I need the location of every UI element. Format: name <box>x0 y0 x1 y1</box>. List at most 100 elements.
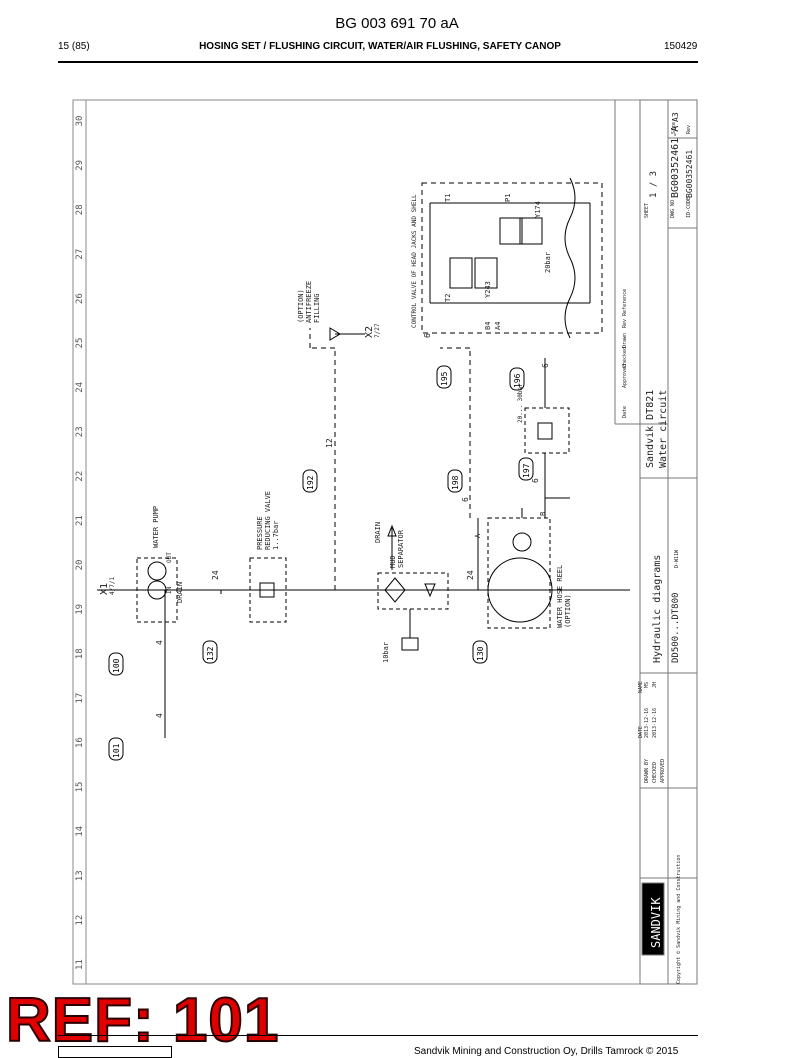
pressure-valve-label-2: REDUCING VALVE <box>264 491 272 550</box>
rev-approved-column: Approved <box>622 364 628 388</box>
rev-label: Rev <box>686 125 692 134</box>
drawing-title: Hydraulic diagrams <box>652 555 663 663</box>
ref-callout: 192 <box>306 475 315 490</box>
port-t2-label: T2 <box>444 294 452 302</box>
approved-label: APPROVED <box>660 759 666 783</box>
id-code: BG00352461 <box>685 150 694 198</box>
column-number: 24 <box>75 382 85 393</box>
document-id: BG 003 691 70 aA <box>335 15 459 32</box>
rev-date-column: Date <box>622 406 628 418</box>
rev-checked-column: Checked <box>622 347 628 368</box>
footer-logo <box>58 1046 172 1058</box>
column-number: 15 <box>75 782 85 793</box>
port-a4-label: A4 <box>494 322 502 330</box>
ref-callout: 100 <box>112 658 121 673</box>
checked-name: JH <box>652 682 658 688</box>
port-b4-label: B4 <box>484 322 492 330</box>
antifreeze-option-label: (OPTION) <box>297 289 305 323</box>
ref-callout: 197 <box>522 463 531 478</box>
checked-date: 2013-12-16 <box>652 708 658 738</box>
column-number: 16 <box>75 737 85 748</box>
ref-callout: 101 <box>112 743 121 758</box>
sheet-label: SHEET <box>644 203 650 218</box>
pipe-size-196: 6 <box>541 363 550 368</box>
drawing-models-suffix: D-W11W <box>674 549 680 568</box>
ref-callout: 130 <box>476 646 485 661</box>
size-value: A3 <box>671 112 680 122</box>
control-valve-label: CONTROL VALVE OF HEAD JACKS AND SHELL <box>411 194 418 328</box>
column-number: 30 <box>75 116 85 127</box>
rev-reference-column: Rev Reference <box>622 289 628 328</box>
document-date: 150429 <box>664 41 698 52</box>
column-number: 12 <box>75 915 85 926</box>
date-label: DATE <box>638 726 644 738</box>
valve-y243-label: Y243 <box>484 281 492 298</box>
column-number: 29 <box>75 160 85 171</box>
mud-separator-label-2: SEPARATOR <box>397 529 405 568</box>
column-number: 22 <box>75 471 85 482</box>
valve-y174-label: Y174 <box>534 201 542 218</box>
circuit-name: Water circuit <box>658 390 669 468</box>
water-pump-label: WATER PUMP <box>152 506 160 548</box>
hose-reel-label: WATER HOSE REEL <box>556 565 564 628</box>
drawing-number: BG00352461-A <box>670 126 681 198</box>
ref-callout: 132 <box>206 646 215 661</box>
pipe-size-195: 6 <box>423 333 432 338</box>
pipe-size-197: 6 <box>531 478 540 483</box>
pressure-10bar-label: 10bar <box>382 642 390 663</box>
column-number: 28 <box>75 204 85 215</box>
drain-label-2: DRAIN <box>374 522 382 543</box>
mud-separator-label: MUD <box>389 555 397 568</box>
port-in-label: IN <box>166 586 173 594</box>
machine-name: Sandvik DT821 <box>645 390 656 468</box>
port-a-label: A <box>474 533 482 538</box>
column-number: 20 <box>75 560 85 571</box>
size-label: Size <box>671 122 677 134</box>
pressure-setting-label: 1..7bar <box>272 520 280 550</box>
reference-overlay: REF: 101 <box>5 985 280 1056</box>
copyright-text: Copyright © Sandvik Mining and Construct… <box>676 855 682 984</box>
hose-reel-option-label: (OPTION) <box>564 594 572 628</box>
id-code-label: ID-CODE <box>686 197 692 218</box>
connector-x1-label: X1 <box>99 583 110 595</box>
pressure-20bar-label: 20bar <box>544 252 552 273</box>
pipe-size-101: 4 <box>155 713 164 718</box>
column-number: 23 <box>75 426 85 437</box>
column-number: 21 <box>75 515 85 526</box>
name-label: NAME <box>638 681 644 693</box>
column-number: 27 <box>75 249 85 260</box>
section-title: HOSING SET / FLUSHING CIRCUIT, WATER/AIR… <box>199 41 561 52</box>
antifreeze-filling-label: FILLING <box>313 293 321 323</box>
antifreeze-label: ANTIFREEZE <box>305 281 313 323</box>
column-number: 19 <box>75 604 85 615</box>
page-number: 15 (85) <box>58 41 90 52</box>
connector-x1-sub: 4/7/1 <box>109 577 116 595</box>
pressure-20-30bar-label: 20... 30bar <box>517 383 524 423</box>
pressure-valve-label: PRESSURE <box>256 516 264 550</box>
connector-x2-label: X2 <box>364 326 375 338</box>
pipe-size-130: 24 <box>466 570 475 580</box>
port-t1-label: T1 <box>444 194 452 202</box>
sheet-number: 1 / 3 <box>649 171 659 198</box>
column-number: 26 <box>75 293 85 304</box>
ref-callout: 198 <box>451 475 460 490</box>
header-rule <box>58 61 698 63</box>
pipe-size-100: 4 <box>155 640 164 645</box>
pipe-size-192: 12 <box>325 438 334 448</box>
drawing-number-label: DWG NO <box>670 200 676 218</box>
drain-label: DRAIN <box>176 582 184 603</box>
checked-label: CHECKED <box>652 762 658 783</box>
footer-text: Sandvik Mining and Construction Oy, Dril… <box>414 1046 679 1057</box>
column-number: 17 <box>75 693 85 704</box>
column-number: 25 <box>75 338 85 349</box>
drawing-models: DD500...DT800 <box>671 593 681 663</box>
footer-rule <box>58 1035 698 1036</box>
drawn-by-label: DRAWN BY <box>644 759 650 783</box>
ref-callout: 195 <box>440 371 449 386</box>
rev-drawn-column: Drawn <box>622 333 628 348</box>
connector-x2-sub: 7/27 <box>374 323 381 338</box>
pipe-size-198: 6 <box>461 497 470 502</box>
column-number: 14 <box>75 826 85 837</box>
port-out-label: OUT <box>166 552 173 563</box>
